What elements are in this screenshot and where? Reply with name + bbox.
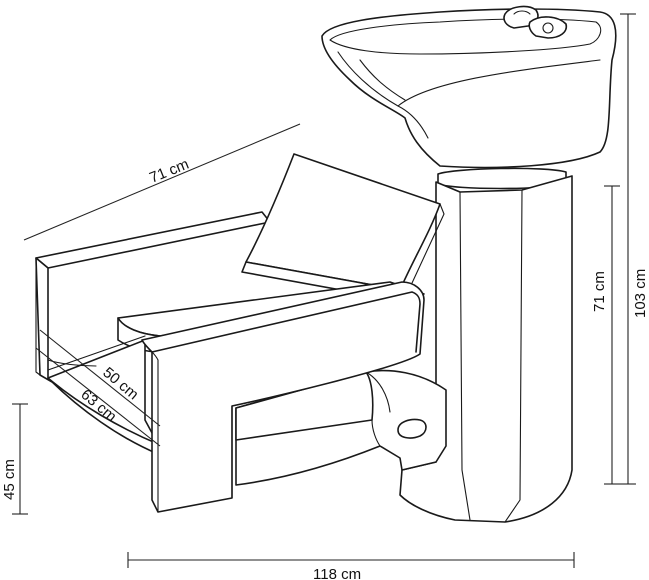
backrest: [241, 153, 445, 301]
dimension-label-total-height: 103 cm: [632, 269, 649, 318]
chair-base: [235, 369, 447, 486]
wash-basin: [321, 5, 617, 169]
dimension-label-backrest-diagonal: 71 cm: [147, 156, 191, 187]
seat-front: [47, 339, 159, 445]
dimension-seat-height: 45 cm: [1, 403, 28, 515]
dimension-total-height: 103 cm: [620, 13, 649, 485]
chair: [35, 153, 447, 513]
dimension-label-column-height: 71 cm: [591, 271, 608, 312]
right-armrest: [141, 281, 425, 513]
dimension-label-seat-height: 45 cm: [1, 459, 18, 500]
dimension-column-height: 71 cm: [591, 185, 620, 485]
dimension-label-total-length: 118 cm: [313, 566, 361, 580]
faucet-icon: [503, 5, 568, 39]
dimension-total-length: 118 cm: [127, 552, 575, 580]
